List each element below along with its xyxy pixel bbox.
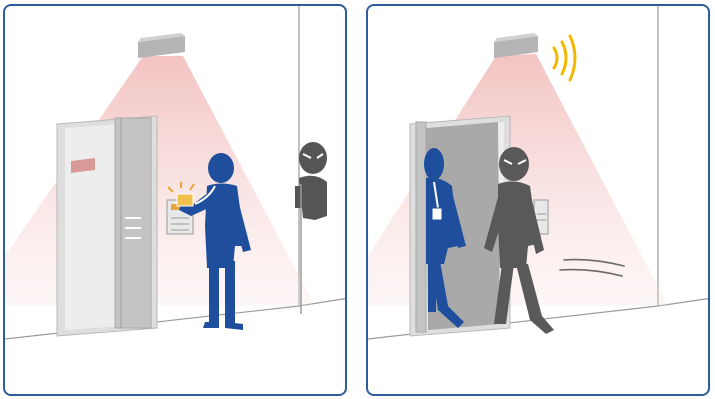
ceiling-sensor-icon: [138, 33, 185, 58]
door-panel: [416, 122, 426, 332]
scene-panel-authorized-entry: [3, 4, 347, 396]
sensor-beam: [5, 56, 315, 306]
alarm-wave-icon: [554, 36, 575, 80]
scene-illustration-right: [368, 6, 710, 396]
door: [57, 116, 157, 336]
door-panel: [115, 118, 151, 328]
scene-illustration-left: [5, 6, 347, 396]
scene-panel-tailgating-detected: [366, 4, 710, 396]
